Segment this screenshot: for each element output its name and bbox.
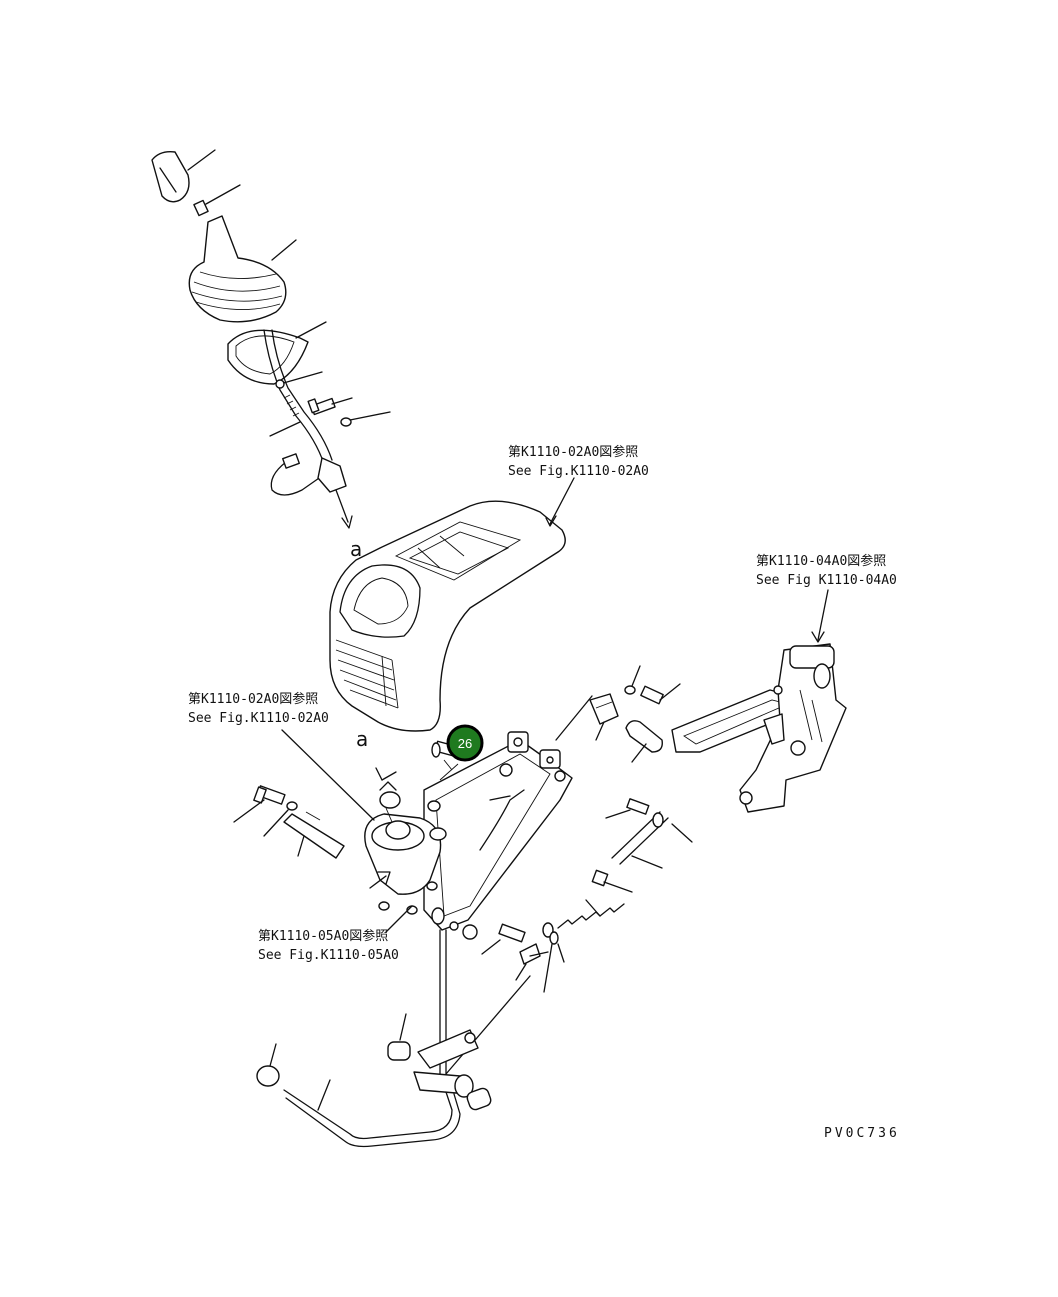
lower-lever	[256, 929, 531, 1148]
pedal-assembly	[671, 589, 847, 813]
pedal-ref-jp: 第K1110-04A0図参照	[756, 553, 886, 569]
pedal-ref-en: See Fig K1110-04A0	[756, 573, 897, 588]
console-ref-jp: 第K1110-02A0図参照	[508, 444, 638, 460]
valve-ref-en: See Fig.K1110-02A0	[188, 711, 329, 726]
callout-badge-26[interactable]: 26	[446, 724, 484, 762]
bracket-ref-jp: 第K1110-05A0図参照	[258, 928, 388, 944]
console-cover	[329, 477, 575, 732]
bracket-ref-en: See Fig.K1110-05A0	[258, 948, 399, 963]
console-ref-en: See Fig.K1110-02A0	[508, 464, 649, 479]
shift-lever-assembly	[151, 149, 391, 529]
drawing-code: PV0C736	[824, 1126, 900, 1141]
valve-ref-jp: 第K1110-02A0図参照	[188, 691, 318, 707]
callout-badge-circle[interactable]	[446, 724, 484, 762]
callout-badge-label[interactable]: 26	[458, 736, 472, 751]
bracket-and-valve	[281, 729, 573, 940]
left-fasteners	[233, 785, 345, 859]
view-marker-lower: a	[356, 727, 368, 751]
view-marker-upper: a	[350, 537, 362, 561]
linkage-assembly	[481, 665, 693, 993]
